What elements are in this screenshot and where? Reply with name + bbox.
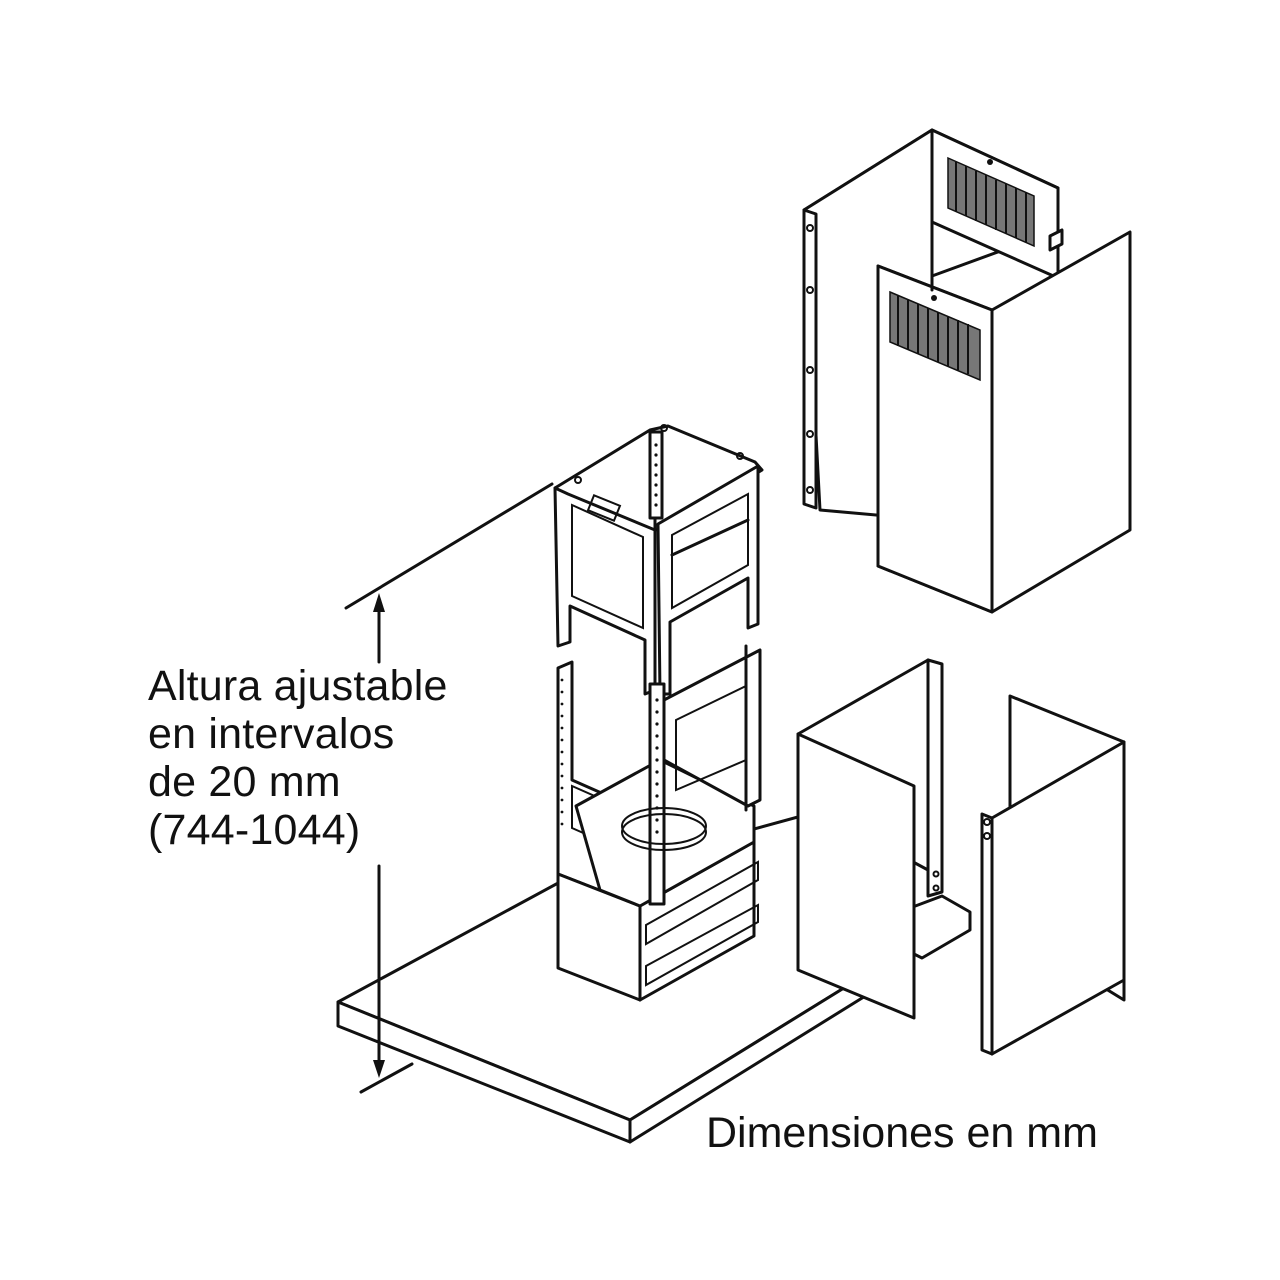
vent-grille-rear <box>947 156 1035 248</box>
units-note: Dimensiones en mm <box>706 1109 1098 1157</box>
vent-grille-front <box>889 290 981 382</box>
adjustment-holes <box>654 443 658 507</box>
duct-hose <box>621 807 707 851</box>
lower-chimney-cover-rear <box>796 658 972 1020</box>
support-frame-lower <box>556 644 762 1002</box>
height-dimension <box>344 482 554 1094</box>
height-label-line-2: en intervalos <box>148 710 395 758</box>
upper-reference-line <box>344 482 554 610</box>
upper-chimney-cover-front <box>876 230 1132 614</box>
support-frame-upper <box>553 424 764 696</box>
height-label-line-4: (744-1044) <box>148 806 361 854</box>
mount-holes <box>806 224 814 494</box>
adjustment-holes-left <box>560 678 564 826</box>
adjustable-height-label: Altura ajustable en intervalos de 20 mm … <box>148 662 448 854</box>
lower-chimney-cover-front <box>980 694 1126 1056</box>
height-label-line-3: de 20 mm <box>148 758 341 806</box>
arrow-up-icon <box>373 593 385 612</box>
arrow-down-icon <box>373 1060 385 1078</box>
height-label-line-1: Altura ajustable <box>148 662 448 710</box>
upper-chimney-cover-rear <box>802 128 1064 522</box>
lower-reference-line <box>359 1062 414 1094</box>
